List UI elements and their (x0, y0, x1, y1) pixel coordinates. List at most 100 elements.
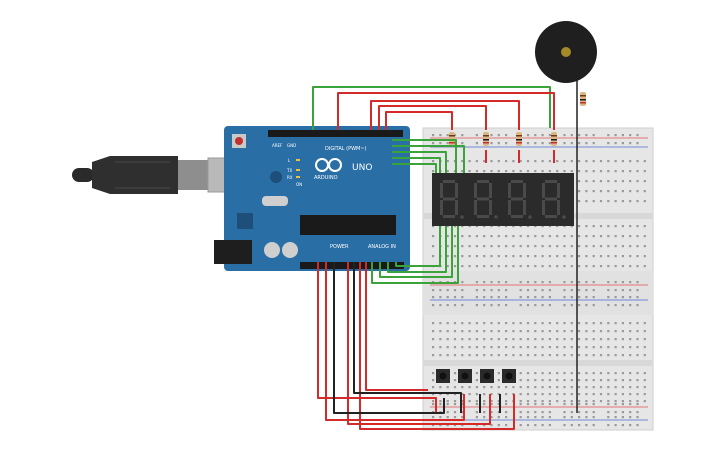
breadboard-hole (497, 235, 500, 238)
rail-hole (461, 411, 464, 414)
breadboard-hole (505, 255, 508, 258)
breadboard-hole (541, 245, 544, 248)
rail-hole (614, 281, 617, 284)
breadboard-hole (599, 330, 603, 333)
breadboard-hole (490, 346, 493, 349)
rail-hole (497, 304, 500, 307)
breadboard-hole (607, 379, 610, 382)
breadboard-hole (570, 265, 573, 268)
gnd-label: GND (287, 143, 296, 148)
rail-hole (475, 281, 478, 284)
breadboard-hole (636, 346, 639, 349)
wire-red (317, 262, 437, 413)
breadboard-hole (548, 338, 551, 341)
breadboard-hole (512, 386, 515, 389)
breadboard-hole (585, 180, 588, 183)
rail-hole (636, 289, 639, 292)
rail-hole (526, 289, 530, 292)
breadboard-hole (607, 372, 610, 375)
rail-hole (483, 296, 486, 299)
rail-hole (526, 134, 530, 137)
l-led (296, 159, 300, 161)
breadboard-hole (607, 330, 610, 333)
breadboard-hole (621, 255, 624, 258)
breadboard-hole (636, 354, 639, 357)
rail-hole (570, 403, 573, 406)
breadboard-hole (592, 354, 595, 357)
breadboard-hole (453, 400, 457, 403)
breadboard-hole (432, 338, 435, 341)
breadboard-hole (526, 338, 530, 341)
breadboard-hole (432, 400, 435, 403)
seven-segment-display (432, 173, 574, 226)
breadboard-hole (490, 338, 493, 341)
breadboard-hole (643, 235, 646, 238)
rail-hole (453, 424, 457, 427)
breadboard-hole (570, 372, 573, 375)
breadboard-hole (599, 372, 603, 375)
breadboard-hole (578, 354, 581, 357)
breadboard-hole (592, 245, 595, 248)
breadboard-hole (585, 379, 588, 382)
breadboard-hole (629, 346, 632, 349)
breadboard-hole (599, 245, 603, 248)
breadboard-hole (534, 386, 537, 389)
rail-hole (563, 304, 566, 307)
rail-hole (636, 281, 639, 284)
breadboard-hole (432, 379, 435, 382)
rail-hole (607, 296, 610, 299)
rail-hole (578, 416, 581, 419)
rail-hole (439, 424, 442, 427)
breadboard-hole (519, 235, 522, 238)
breadboard-hole (636, 372, 639, 375)
breadboard-hole (614, 379, 617, 382)
breadboard-hole (453, 338, 457, 341)
breadboard-hole (585, 190, 588, 193)
breadboard-hole (570, 354, 573, 357)
rail-hole (439, 296, 442, 299)
breadboard-hole (475, 338, 478, 341)
breadboard-hole (490, 160, 493, 163)
rail-hole (541, 142, 544, 145)
breadboard-hole (563, 235, 566, 238)
breadboard-hole (636, 330, 639, 333)
breadboard-hole (432, 386, 435, 389)
breadboard-hole (468, 255, 471, 258)
breadboard-hole (534, 265, 537, 268)
push-buttons (436, 369, 516, 383)
breadboard-hole (629, 338, 632, 341)
rail-hole (475, 416, 478, 419)
rail-hole (490, 304, 493, 307)
breadboard-hole (636, 180, 639, 183)
breadboard-hole (548, 170, 551, 173)
breadboard-hole (512, 235, 515, 238)
rail-hole (446, 424, 449, 427)
breadboard-hole (461, 160, 464, 163)
breadboard-hole (592, 170, 595, 173)
breadboard-hole (548, 386, 551, 389)
breadboard-hole (534, 225, 537, 228)
tx-label: TX (286, 168, 292, 173)
breadboard-hole (629, 393, 632, 396)
breadboard-hole (621, 386, 624, 389)
rail-hole (534, 411, 537, 414)
breadboard-hole (453, 330, 457, 333)
breadboard-hole (512, 265, 515, 268)
rail-hole (563, 424, 566, 427)
breadboard-hole (534, 330, 537, 333)
breadboard-hole (585, 346, 588, 349)
breadboard-hole (556, 225, 559, 228)
breadboard-hole (526, 379, 530, 382)
breadboard-hole (468, 400, 471, 403)
breadboard-hole (563, 225, 566, 228)
breadboard-hole (643, 330, 646, 333)
breadboard-hole (432, 160, 435, 163)
breadboard-hole (490, 235, 493, 238)
rail-hole (614, 424, 617, 427)
breadboard-hole (636, 379, 639, 382)
wires (312, 80, 578, 430)
rail-hole (446, 142, 449, 145)
breadboard-hole (534, 170, 537, 173)
breadboard-hole (592, 372, 595, 375)
rail-hole (614, 416, 617, 419)
